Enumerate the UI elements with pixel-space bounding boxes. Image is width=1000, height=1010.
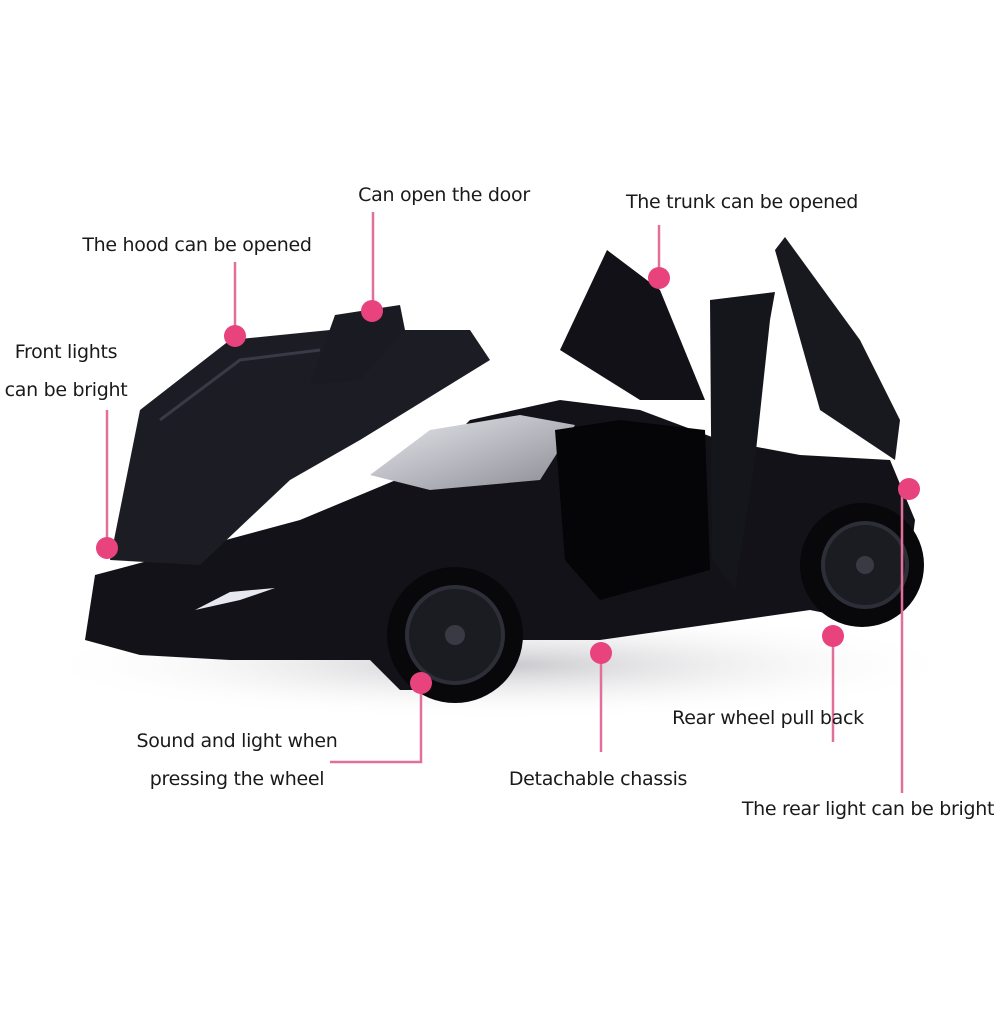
marker-hood <box>224 325 246 347</box>
marker-front-lights <box>96 537 118 559</box>
marker-trunk <box>648 267 670 289</box>
marker-door <box>361 300 383 322</box>
open-hood <box>110 330 490 565</box>
rear-wheel <box>800 503 924 627</box>
open-door-left <box>310 305 405 385</box>
callout-door: Can open the door <box>358 184 530 206</box>
marker-rear-light <box>898 478 920 500</box>
windshield <box>370 415 575 490</box>
callout-front-lights-1: Front lights <box>14 341 118 363</box>
callout-wheel-2: pressing the wheel <box>149 768 325 790</box>
marker-chassis <box>590 642 612 664</box>
front-wheel <box>387 567 523 703</box>
leader-lines <box>105 212 904 793</box>
open-trunk-right <box>775 237 900 460</box>
callout-front-lights-2: can be bright <box>4 379 128 401</box>
callout-chassis: Detachable chassis <box>508 768 688 790</box>
car-body <box>85 400 915 690</box>
headlight <box>195 588 275 610</box>
open-door-right <box>710 292 775 590</box>
callout-pull-back: Rear wheel pull back <box>672 707 864 729</box>
door-opening <box>555 420 710 600</box>
marker-wheel <box>410 672 432 694</box>
callout-trunk: The trunk can be opened <box>626 191 858 213</box>
open-trunk-left <box>560 250 705 400</box>
callout-wheel-1: Sound and light when <box>136 730 338 752</box>
marker-pull-back <box>822 625 844 647</box>
callout-hood: The hood can be opened <box>82 234 312 256</box>
callout-rear-light: The rear light can be bright <box>741 798 995 820</box>
